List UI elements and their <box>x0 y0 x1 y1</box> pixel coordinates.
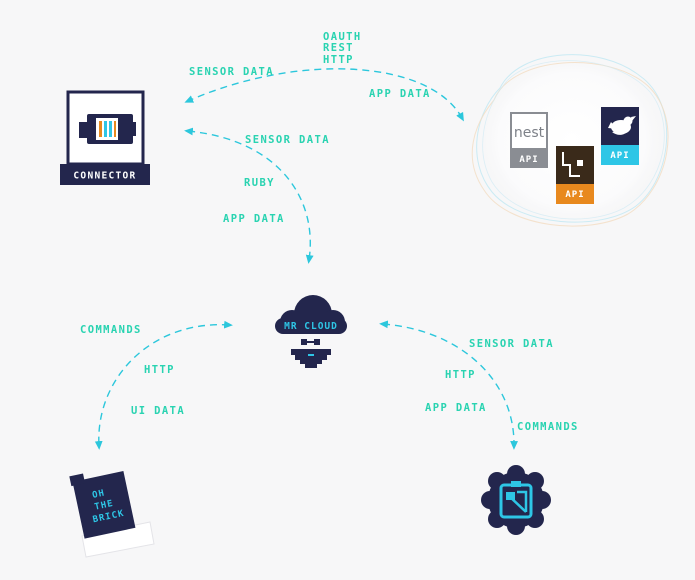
twitter-api-label: API <box>610 151 629 161</box>
label-ui-data: UI DATA <box>131 405 185 417</box>
label-commands-left: COMMANDS <box>80 324 142 336</box>
device-badge-icon <box>481 465 551 535</box>
bracket-logo-icon <box>562 152 580 177</box>
plug-icon <box>79 114 136 144</box>
label-commands-right: COMMANDS <box>517 421 579 433</box>
label-http-top: HTTP <box>323 54 354 66</box>
nest-logo-icon: nest <box>514 125 545 141</box>
services-cloud-halo <box>471 54 669 227</box>
beard-icon <box>291 349 331 368</box>
label-sensor-data-mid: SENSOR DATA <box>245 134 330 146</box>
label-rest: REST <box>323 42 354 54</box>
label-app-data-mid: APP DATA <box>223 213 285 225</box>
arrow-cloud-to-brick <box>94 320 233 450</box>
brick-label-line-1: OH <box>91 488 106 500</box>
connector-node[interactable]: CONNECTOR <box>60 90 150 185</box>
bracket-service-tile[interactable]: API <box>556 146 594 204</box>
label-http-left: HTTP <box>144 364 175 376</box>
label-ruby: RUBY <box>244 177 275 189</box>
arrow-connector-to-cloud <box>184 127 314 264</box>
glasses-icon <box>301 339 320 345</box>
label-sensor-data-top: SENSOR DATA <box>189 66 274 78</box>
twitter-tile[interactable]: API <box>601 107 639 165</box>
mr-cloud-node[interactable]: MR CLOUD <box>275 295 347 368</box>
label-app-data-right: APP DATA <box>425 402 487 414</box>
brick-label-line-2: THE <box>94 499 115 513</box>
label-http-right: HTTP <box>445 369 476 381</box>
arrow-cloud-to-device <box>379 320 518 450</box>
device-node[interactable] <box>481 465 551 535</box>
flow-labels: OAUTH REST HTTP SENSOR DATA APP DATA SEN… <box>80 31 579 433</box>
label-app-data-top: APP DATA <box>369 88 431 100</box>
nest-tile[interactable]: nest API <box>510 112 548 168</box>
connector-label: CONNECTOR <box>73 171 136 182</box>
arrows <box>94 68 518 450</box>
nest-api-label: API <box>519 155 538 165</box>
mr-cloud-label: MR CLOUD <box>284 321 338 332</box>
bracket-api-label: API <box>565 190 584 200</box>
label-sensor-data-right: SENSOR DATA <box>469 338 554 350</box>
brick-node[interactable]: OH THE BRICK <box>69 465 155 558</box>
twitter-bird-icon <box>608 116 636 135</box>
cloud-icon <box>275 295 347 334</box>
arrow-services-to-connector <box>184 68 464 122</box>
label-oauth: OAUTH <box>323 31 362 43</box>
